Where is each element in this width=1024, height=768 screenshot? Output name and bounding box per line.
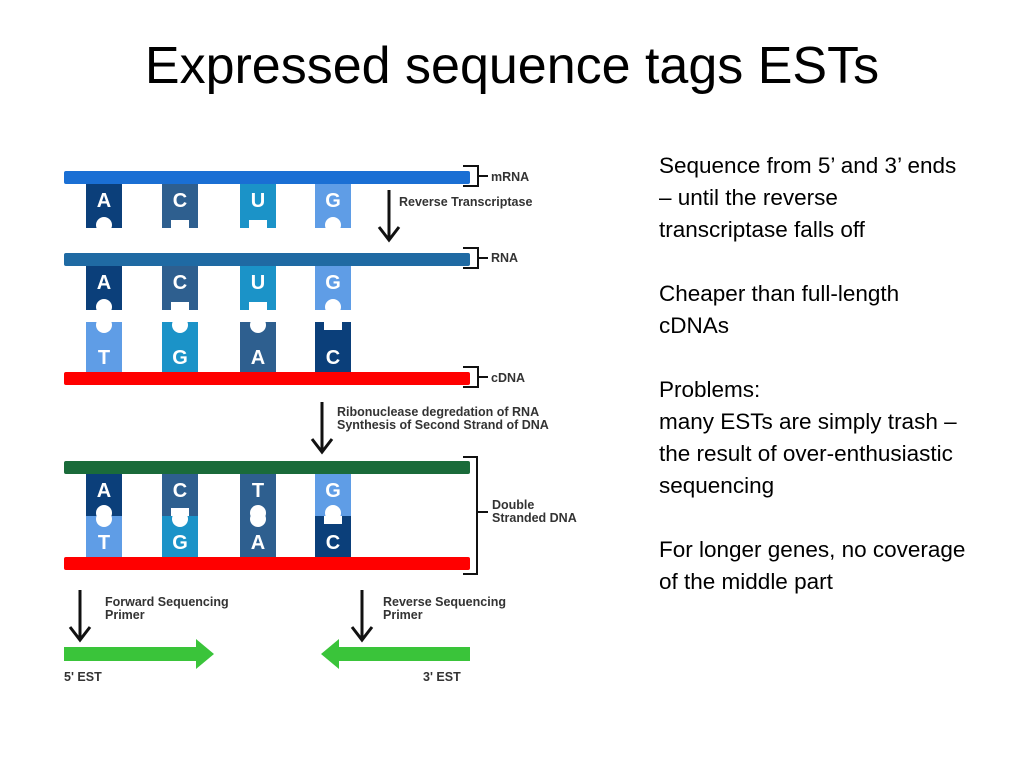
nucleotide-block: C [315,516,351,557]
reverse-primer-label-line1: Reverse Sequencing [383,595,506,609]
est-3-label: 3' EST [423,670,461,684]
rna-bracket [463,247,488,269]
nucleotide-letter: U [251,272,265,294]
nucleotide-block: T [86,511,122,557]
nucleotide-block: G [315,184,351,233]
est-5-arrow [64,639,214,669]
est-5-label: 5' EST [64,670,102,684]
nucleotide-letter: A [97,272,111,294]
nucleotide-block: G [162,317,198,372]
nucleotide-block: A [240,511,276,557]
slide-title: Expressed sequence tags ESTs [144,37,880,95]
nucleotide-letter: T [98,347,110,369]
nucleotide-letter: C [326,532,340,554]
rna-label: RNA [491,251,518,265]
nucleotide-letter: A [97,190,111,212]
nucleotide-letter: G [325,272,341,294]
rna-strand [64,253,470,266]
nucleotide-letter: A [97,480,111,502]
nucleotide-letter: C [173,480,187,502]
nucleotide-letter: C [173,190,187,212]
ds-bottom-strand [64,557,470,570]
reverse-transcriptase-label: Reverse Transcriptase [399,195,532,209]
nucleotide-letter: G [325,480,341,502]
note-cheaper: Cheaper than full-length cDNAs [659,281,900,338]
note-sequence-ends: Sequence from 5’ and 3’ ends – until the… [659,153,957,242]
nucleotide-letter: G [172,347,188,369]
notes-text: Sequence from 5’ and 3’ ends – until the… [659,150,969,630]
nucleotide-block: C [315,322,351,372]
est-diagram: mRNA A C U G Reverse Transcriptase RNA A C U G… [64,165,577,684]
nucleotide-block: G [315,474,351,521]
nucleotide-letter: C [326,347,340,369]
double-stranded-label-line1: Double [492,498,534,512]
cdna-strand [64,372,470,385]
cdna-label: cDNA [491,371,525,385]
nucleotide-block: C [162,184,198,228]
nucleotide-letter: T [252,480,264,502]
double-stranded-label-line2: Stranded DNA [492,511,577,525]
nucleotide-block: U [240,266,276,310]
note-problems-heading: Problems: [659,377,761,402]
mrna-bracket [463,165,488,187]
nucleotide-letter: U [251,190,265,212]
nucleotide-block: U [240,184,276,228]
nucleotide-block: G [315,266,351,315]
reverse-transcriptase-arrow [377,190,401,243]
degradation-label-line2: Synthesis of Second Strand of DNA [337,418,549,432]
forward-primer-arrow [68,590,92,643]
nucleotide-block: A [86,266,122,315]
reverse-primer-label-line2: Primer [383,608,423,622]
nucleotide-letter: G [325,190,341,212]
est-3-arrow [321,639,470,669]
reverse-primer-arrow [350,590,374,643]
cdna-bracket [463,366,488,388]
degradation-arrow [310,402,334,455]
nucleotide-block: T [240,474,276,521]
nucleotide-letter: C [173,272,187,294]
note-problems-body: many ESTs are simply trash – the result … [659,409,957,498]
forward-primer-label-line2: Primer [105,608,145,622]
nucleotide-block: G [162,511,198,557]
forward-primer-label-line1: Forward Sequencing [105,595,229,609]
mrna-label: mRNA [491,170,529,184]
double-stranded-bracket [463,456,488,575]
note-longer-genes: For longer genes, no coverage of the mid… [659,537,966,594]
nucleotide-block: A [240,317,276,372]
nucleotide-block: C [162,266,198,310]
nucleotide-letter: A [251,347,265,369]
mrna-strand [64,171,470,184]
degradation-label-line1: Ribonuclease degredation of RNA [337,405,539,419]
nucleotide-block: T [86,317,122,372]
nucleotide-letter: A [251,532,265,554]
ds-top-strand [64,461,470,474]
nucleotide-letter: G [172,532,188,554]
nucleotide-block: A [86,184,122,233]
nucleotide-letter: T [98,532,110,554]
nucleotide-block: C [162,474,198,516]
